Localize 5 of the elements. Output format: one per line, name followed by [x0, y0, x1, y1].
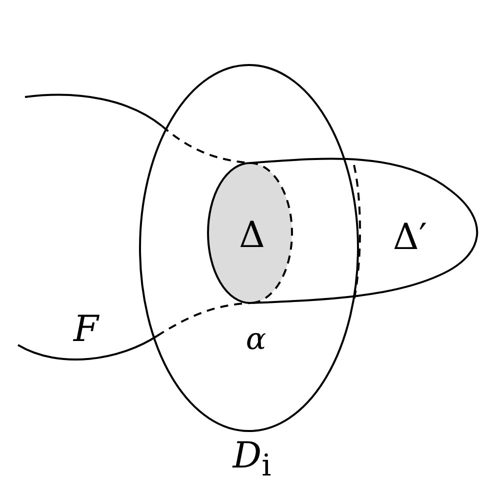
math-label: Δ′ [392, 220, 428, 256]
math-label: α [246, 325, 266, 355]
math-label: Δ [239, 218, 265, 254]
math-label: D$_{i}$ [232, 438, 272, 482]
math-label: F [74, 312, 98, 348]
